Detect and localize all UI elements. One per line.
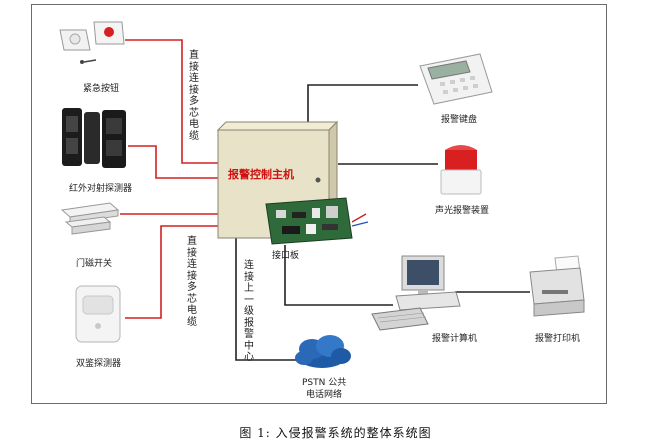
label-direct-cable-bottom: 直接连接多芯电缆 <box>187 236 197 328</box>
wire-computer <box>284 245 393 306</box>
label-sound-light-alarm: 声光报警装置 <box>435 206 490 216</box>
pstn-cloud-icon <box>295 335 351 368</box>
infrared-detector-icon <box>62 108 126 168</box>
label-pstn-line2: 电话网络 <box>306 390 343 400</box>
wire-emergency <box>125 39 218 164</box>
wire-keypad <box>307 84 418 128</box>
siren-icon <box>440 145 482 195</box>
alarm-computer-icon <box>371 255 461 331</box>
alarm-keypad-icon <box>419 53 493 105</box>
door-magnet-icon <box>60 202 120 235</box>
figure-caption: 图 1: 入侵报警系统的整体系统图 <box>239 426 432 440</box>
wire-dual <box>125 225 218 319</box>
alarm-printer-icon <box>529 255 585 317</box>
wire-infrared <box>128 145 218 179</box>
label-upper-center: 连接上一级报警中心 <box>244 260 254 363</box>
label-infrared-detector: 红外对射探测器 <box>69 184 133 194</box>
label-door-magnet: 门磁开关 <box>76 259 113 269</box>
label-alarm-printer: 报警打印机 <box>535 334 581 344</box>
emergency-button-icon <box>59 21 125 64</box>
interface-board <box>265 197 369 245</box>
label-alarm-computer: 报警计算机 <box>432 334 478 344</box>
label-alarm-keypad: 报警键盘 <box>441 115 478 125</box>
label-dual-detector: 双鉴探测器 <box>76 359 122 369</box>
label-direct-cable-top: 直接连接多芯电缆 <box>189 50 199 142</box>
label-interface-board: 接口板 <box>272 251 300 261</box>
red-wires <box>120 39 218 319</box>
dark-wires <box>235 84 530 361</box>
wire-pstn <box>235 235 300 361</box>
label-emergency-button: 紧急按钮 <box>83 84 120 94</box>
label-pstn-line1: PSTN 公共 <box>302 378 347 388</box>
host-title: 报警控制主机 <box>228 167 294 181</box>
dual-detector-icon <box>75 285 121 343</box>
